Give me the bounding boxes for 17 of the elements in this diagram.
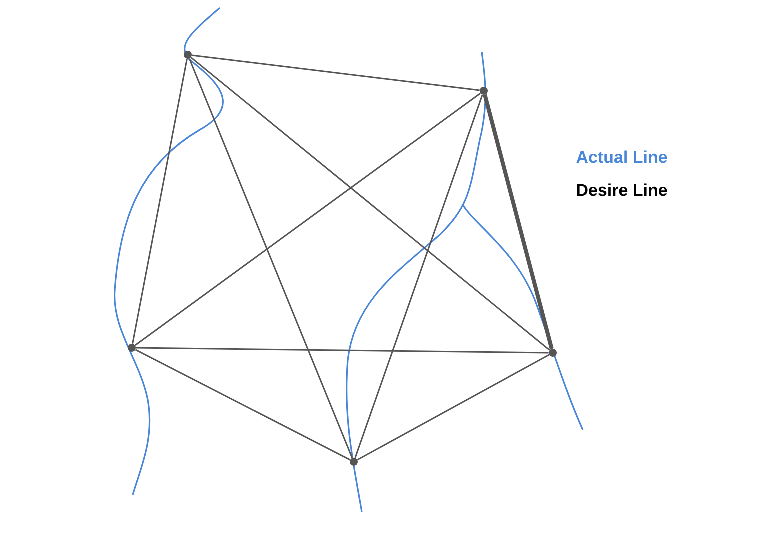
junction-dot [549, 349, 557, 357]
desire-line [483, 94, 554, 350]
junction-dot [350, 458, 358, 466]
legend-entry: Actual Line [576, 150, 668, 164]
junction-dot [480, 87, 488, 95]
desire-line [132, 59, 188, 344]
desire-line [134, 92, 482, 346]
desire-line [136, 347, 549, 354]
desire-line [192, 54, 480, 92]
junction-dot [184, 51, 192, 59]
desire-line [188, 58, 354, 458]
desire-line [357, 354, 550, 461]
junction-dot [128, 344, 136, 352]
desire-line [135, 349, 351, 461]
desire-line [354, 94, 484, 458]
legend-entry: Desire Line [577, 184, 668, 196]
desire-line [190, 57, 550, 351]
